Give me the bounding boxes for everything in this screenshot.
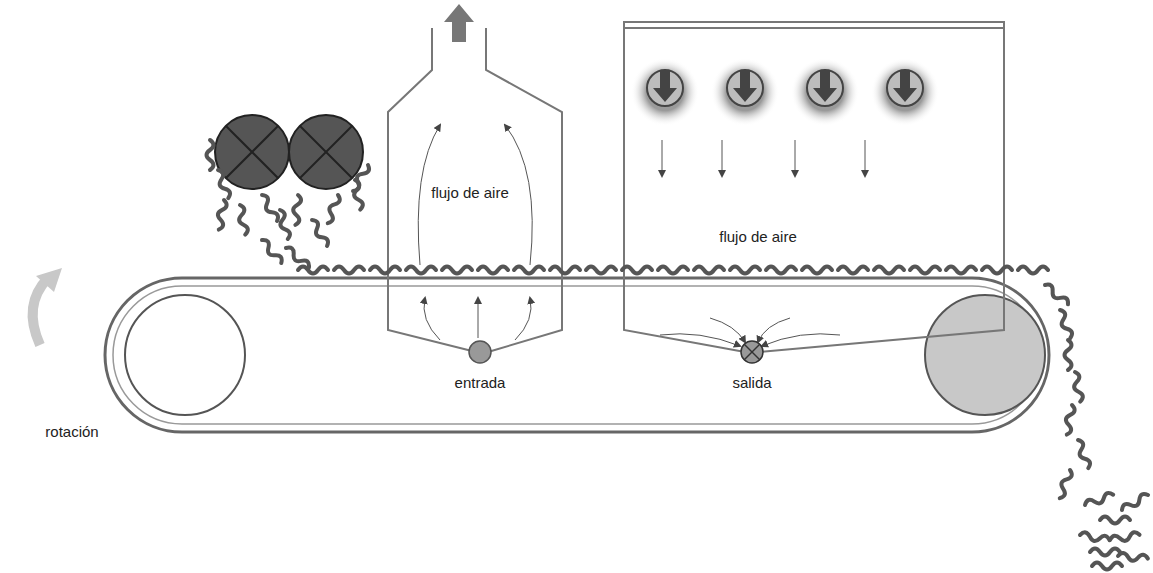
pasta-strand	[215, 169, 232, 200]
airflow-label: flujo de aire	[430, 184, 510, 202]
pasta-strand	[324, 194, 341, 225]
inlet-valve	[469, 341, 491, 363]
pasta-strand	[1057, 309, 1074, 340]
pasta-strand	[442, 267, 472, 274]
pasta-strand	[982, 267, 1012, 274]
exhaust-arrow	[444, 4, 474, 42]
pasta-strand	[215, 199, 227, 230]
extrusion-rollers	[215, 115, 363, 189]
pasta-strand	[514, 267, 544, 274]
rotation-label: rotación	[45, 423, 98, 441]
airflow-arrows	[418, 125, 532, 340]
rotation-arrowhead	[36, 268, 62, 292]
airflow-label: flujo de aire	[719, 228, 797, 246]
pasta-strand	[1079, 532, 1110, 544]
pasta-strand	[334, 267, 364, 274]
pasta-strand	[1084, 491, 1115, 508]
pasta-strand	[694, 267, 724, 274]
pasta-strand	[730, 267, 760, 274]
pasta-strand	[802, 267, 832, 274]
pasta-strand	[874, 267, 904, 274]
inlet-hood	[388, 28, 562, 352]
pasta-strand	[1056, 469, 1073, 500]
pasta-strand	[1092, 563, 1122, 570]
pasta-strand	[946, 267, 976, 274]
pasta-strand	[1065, 340, 1072, 370]
pasta-strand	[1120, 492, 1149, 513]
pasta-strand	[292, 195, 302, 225]
inlet-label: entrada	[455, 374, 506, 392]
pasta-strand	[1118, 553, 1148, 563]
pasta-strand	[550, 267, 580, 274]
pasta-strand	[406, 267, 436, 274]
pasta-strand	[298, 267, 328, 274]
pasta-strand	[237, 204, 249, 235]
pasta-strand	[658, 267, 688, 274]
airflow-arrows	[660, 140, 865, 346]
pasta-strand	[1018, 267, 1048, 274]
pasta-strand	[910, 267, 940, 274]
fans	[631, 58, 939, 126]
pasta-strand	[838, 267, 868, 274]
pasta-strand	[350, 163, 371, 192]
pasta-strand	[207, 140, 214, 170]
pasta-strand	[1063, 404, 1075, 435]
pasta-strand	[284, 245, 311, 270]
outlet-hood	[623, 22, 1005, 352]
conveyor-belt	[105, 278, 1049, 432]
pasta-strand	[1090, 549, 1120, 556]
pasta-strand	[622, 267, 652, 274]
pasta-strand	[478, 267, 508, 274]
pasta-strand	[766, 267, 796, 274]
pasta-strand	[1072, 371, 1084, 402]
pasta-strand	[586, 267, 616, 274]
pasta-strand	[277, 209, 292, 240]
pasta-strand	[1100, 517, 1130, 524]
outlet-valve	[741, 341, 763, 363]
pasta-strand	[259, 193, 280, 222]
pasta-strand	[370, 267, 400, 274]
pasta-strand	[1043, 282, 1070, 307]
outlet-label: salida	[732, 374, 771, 392]
pasta-strand	[1075, 439, 1092, 470]
pasta-strand	[1109, 531, 1140, 543]
rotation-arrow	[33, 278, 48, 345]
pasta-strands	[207, 140, 1150, 570]
pasta-strand	[259, 238, 284, 265]
